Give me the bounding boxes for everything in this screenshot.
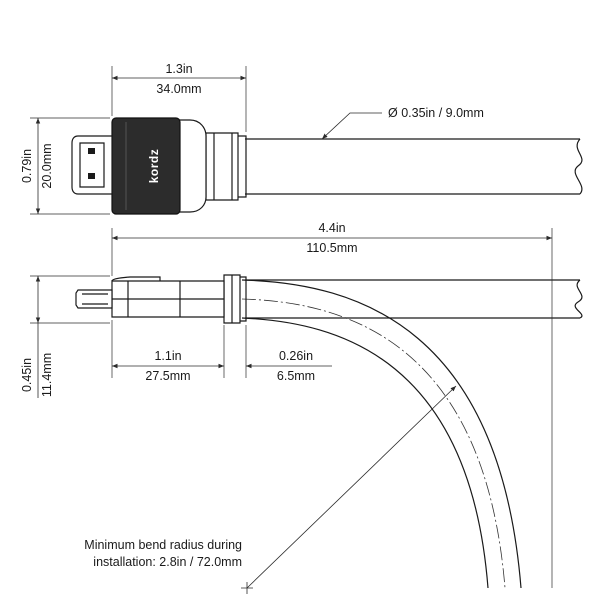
dim-connector-thickness-mm: 11.4mm bbox=[40, 353, 54, 397]
side-dimensions: 4.4in 110.5mm 0.45in 11.4mm 1.1in 27.5mm… bbox=[20, 221, 553, 594]
top-hdmi-plug bbox=[71, 135, 113, 195]
bend-radius-leader bbox=[246, 385, 457, 589]
bend-cable-inner bbox=[241, 317, 489, 589]
top-dimensions: 1.3in 34.0mm 0.79in 20.0mm Ø 0.35in / 9.… bbox=[20, 62, 484, 215]
dim-overall-length-in: 4.4in bbox=[318, 221, 345, 235]
top-view: kordz bbox=[71, 117, 583, 215]
dim-connector-height-mm: 20.0mm bbox=[40, 143, 54, 188]
top-strain-relief bbox=[205, 132, 239, 201]
dim-strain-relief-mm: 6.5mm bbox=[277, 369, 315, 383]
dim-strain-relief-in: 0.26in bbox=[279, 349, 313, 363]
dim-body-length-mm: 27.5mm bbox=[145, 369, 190, 383]
dim-overall-length-mm: 110.5mm bbox=[306, 241, 357, 255]
bend-cable-outer bbox=[241, 279, 522, 589]
dim-top-length-mm: 34.0mm bbox=[156, 82, 201, 96]
dim-connector-thickness-in: 0.45in bbox=[20, 358, 34, 392]
top-cable-break bbox=[574, 138, 583, 195]
dim-connector-height-in: 0.79in bbox=[20, 149, 34, 183]
top-cable bbox=[245, 138, 580, 195]
dim-body-length-in: 1.1in bbox=[154, 349, 181, 363]
side-hdmi-plug bbox=[75, 289, 113, 309]
side-view bbox=[75, 274, 583, 589]
dia-leader bbox=[321, 112, 382, 140]
bend-centerline bbox=[241, 298, 506, 589]
side-cable bbox=[245, 279, 580, 319]
note-line-2: installation: 2.8in / 72.0mm bbox=[93, 555, 242, 569]
dim-top-length-in: 1.3in bbox=[165, 62, 192, 76]
top-boot bbox=[177, 119, 207, 213]
dim-cable-diameter: Ø 0.35in / 9.0mm bbox=[388, 106, 484, 120]
note-line-1: Minimum bend radius during bbox=[84, 538, 242, 552]
top-connector-body bbox=[111, 117, 181, 215]
bend-radius-note: Minimum bend radius during installation:… bbox=[84, 538, 242, 569]
top-brand-logo: kordz bbox=[147, 149, 161, 184]
